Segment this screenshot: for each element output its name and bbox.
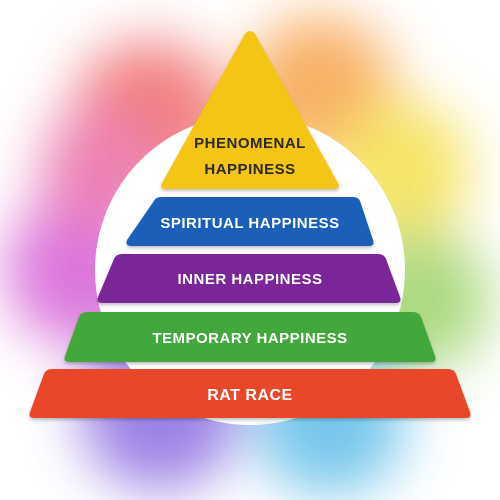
tier-temporary-happiness <box>64 312 436 362</box>
tier-label-phenomenal-line2: HAPPINESS <box>204 161 295 178</box>
tier-label-spiritual: SPIRITUAL HAPPINESS <box>160 215 339 232</box>
tier-spiritual-happiness <box>126 197 374 246</box>
tier-label-rat-race: RAT RACE <box>207 387 292 404</box>
tier-phenomenal-happiness <box>161 31 339 189</box>
tier-inner-happiness <box>97 254 401 303</box>
tier-rat-race <box>29 369 471 418</box>
pyramid-tiers: PHENOMENAL HAPPINESS SPIRITUAL HAPPINESS… <box>29 31 471 418</box>
tier-label-temporary: TEMPORARY HAPPINESS <box>152 330 347 347</box>
tier-label-phenomenal-line1: PHENOMENAL <box>194 135 306 152</box>
tier-label-inner: INNER HAPPINESS <box>177 271 322 288</box>
